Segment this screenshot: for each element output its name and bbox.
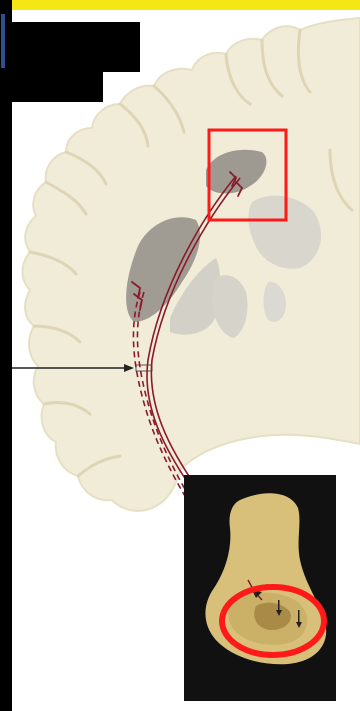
redacted-label-bottom bbox=[10, 70, 103, 102]
redacted-label-top bbox=[10, 22, 140, 72]
